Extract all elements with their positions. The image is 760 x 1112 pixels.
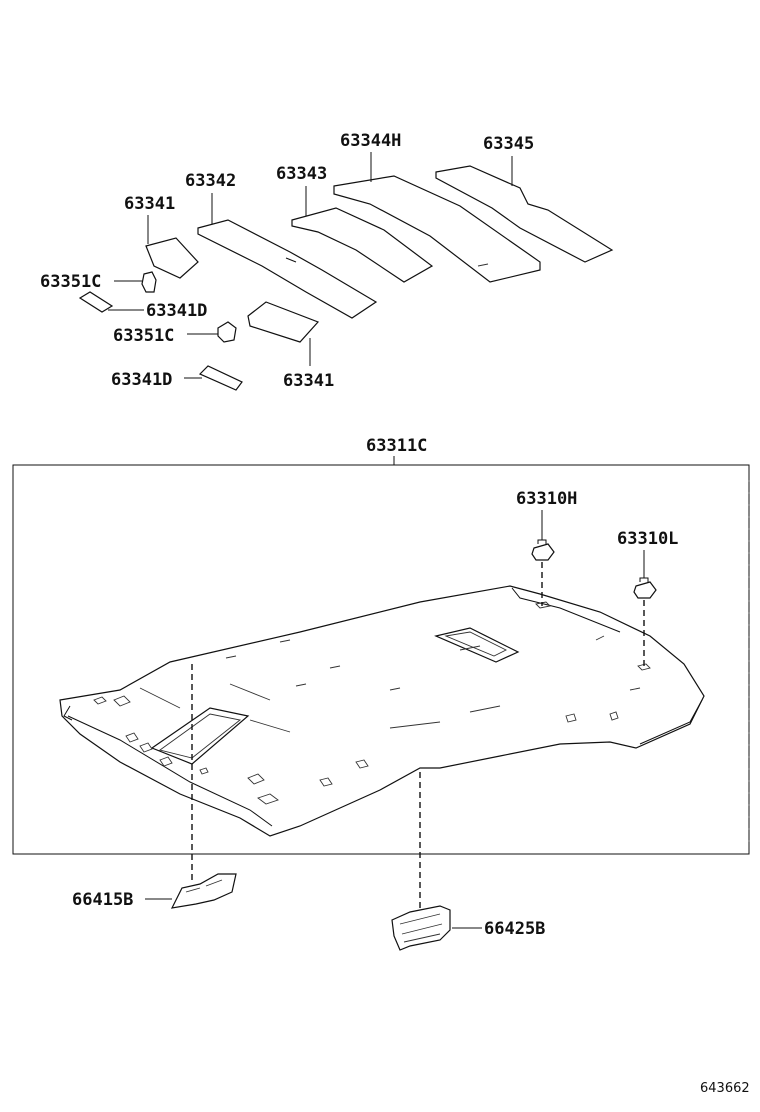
label-63351C-middle: 63351C — [113, 326, 174, 346]
label-63341-top: 63341 — [124, 194, 175, 214]
bracket-66415B — [170, 873, 237, 909]
pad-63344H — [333, 175, 541, 283]
clip-63310L — [633, 577, 657, 599]
label-66415B: 66415B — [72, 890, 133, 910]
label-63310L: 63310L — [617, 529, 678, 549]
label-63310H: 63310H — [516, 489, 577, 509]
clip-63310H — [531, 539, 555, 561]
strip-63341D-bottom — [198, 365, 243, 391]
pad-63343 — [291, 207, 434, 283]
label-63343: 63343 — [276, 164, 327, 184]
diagram-reference-number: 643662 — [700, 1081, 750, 1096]
label-63344H: 63344H — [340, 131, 401, 151]
headliner-panel — [59, 585, 705, 837]
pad-63341-top — [145, 237, 199, 279]
label-66425B: 66425B — [484, 919, 545, 939]
clip-63351C-top — [141, 271, 157, 293]
pad-63342 — [197, 219, 378, 319]
label-63345: 63345 — [483, 134, 534, 154]
headliner-assembly-frame — [12, 464, 750, 855]
clip-63351C-middle — [217, 321, 237, 343]
label-63311C: 63311C — [366, 436, 427, 456]
label-63341D-bottom: 63341D — [111, 370, 172, 390]
pad-63345 — [435, 165, 614, 263]
pad-63341-bottom — [247, 301, 320, 343]
bracket-66425B — [391, 905, 451, 951]
label-63342: 63342 — [185, 171, 236, 191]
label-63351C-top: 63351C — [40, 272, 101, 292]
strip-63341D-top — [78, 291, 114, 313]
label-63341D-top: 63341D — [146, 301, 207, 321]
label-63341-bottom: 63341 — [283, 371, 334, 391]
